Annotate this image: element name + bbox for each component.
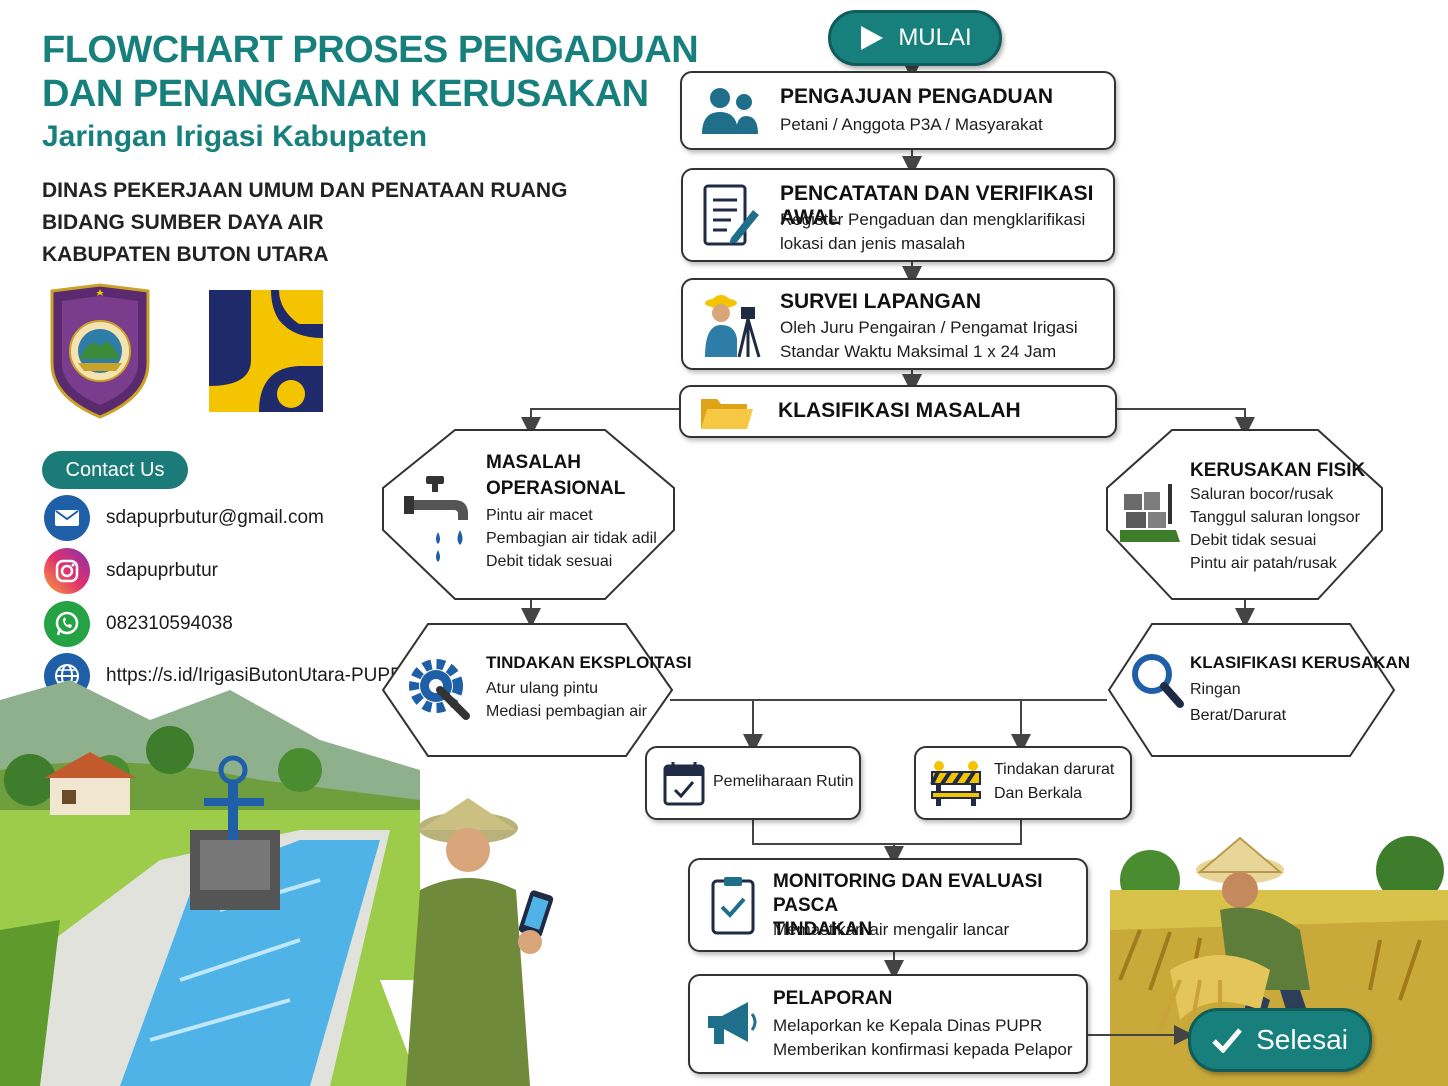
website-text[interactable]: https://s.id/IrigasiButonUtara-PUPR <box>106 665 404 686</box>
tindakan-darurat-box: Tindakan darurat Dan Berkala <box>914 746 1132 820</box>
eksploitasi-item: Mediasi pembagian air <box>486 703 647 720</box>
start-label: MULAI <box>898 24 972 51</box>
email-text[interactable]: sdapuprbutur@gmail.com <box>106 507 324 528</box>
pu-ministry-logo <box>209 290 323 412</box>
contact-email[interactable]: sdapuprbutur@gmail.com <box>44 495 324 541</box>
contact-us-label: Contact Us <box>42 451 188 489</box>
start-terminal: MULAI <box>828 10 1002 66</box>
klasifikasi-item: Ringan <box>1190 681 1241 698</box>
mail-icon <box>44 495 90 541</box>
whatsapp-text[interactable]: 082310594038 <box>106 613 233 634</box>
regency-emblem-logo <box>50 283 150 419</box>
instagram-text[interactable]: sdapuprbutur <box>106 560 218 581</box>
operasional-heptagon-shape <box>382 429 675 600</box>
step3-desc-1: Oleh Juru Pengairan / Pengamat Irigasi <box>780 318 1078 337</box>
operasional-items: Pintu air macet Pembagian air tidak adil… <box>486 504 657 573</box>
rutin-label: Pemeliharaan Rutin <box>713 773 854 790</box>
end-terminal: Selesai <box>1188 1008 1372 1072</box>
darurat-line-2: Dan Berkala <box>994 785 1083 802</box>
monitoring-title-2: TINDAKAN <box>773 919 873 940</box>
klasifikasi-kerusakan-items: Ringan Berat/Darurat <box>1190 677 1286 729</box>
contact-whatsapp[interactable]: 082310594038 <box>44 601 233 647</box>
step1-title: PENGAJUAN PENGADUAN <box>780 85 1054 108</box>
klasifikasi-item: Berat/Darurat <box>1190 707 1287 724</box>
pelaporan-desc-2: Memberikan konfirmasi kepada Pelapor <box>773 1040 1073 1059</box>
org-line-3: KABUPATEN BUTON UTARA <box>42 243 329 266</box>
fisik-title: KERUSAKAN FISIK <box>1190 460 1366 481</box>
page-title: FLOWCHART PROSES PENGADUAN DAN PENANGANA… <box>42 28 699 116</box>
page-subtitle: Jaringan Irigasi Kabupaten <box>42 120 428 153</box>
faucet-icon <box>404 476 468 562</box>
contact-instagram[interactable]: sdapuprbutur <box>44 548 218 594</box>
pelaporan-box: PELAPORAN Melaporkan ke Kepala Dinas PUP… <box>688 974 1088 1074</box>
fisik-item: Debit tidak sesuai <box>1190 532 1317 549</box>
step1-desc: Petani / Anggota P3A / Masyarakat <box>780 115 1043 134</box>
stones-icon <box>1120 484 1180 542</box>
operasional-title-1: MASALAH <box>486 452 581 473</box>
step2-desc-2: lokasi dan jenis masalah <box>780 234 966 253</box>
end-label: Selesai <box>1256 1024 1348 1055</box>
folder-icon <box>701 398 753 429</box>
monitoring-title: MONITORING DAN EVALUASI PASCA TINDAKAN <box>773 870 1086 942</box>
play-icon <box>861 26 884 50</box>
fisik-item: Saluran bocor/rusak <box>1190 486 1334 503</box>
whatsapp-icon <box>44 601 90 647</box>
organization-block: DINAS PEKERJAAN UMUM DAN PENATAAN RUANG … <box>42 175 567 271</box>
monitoring-evaluasi-box: MONITORING DAN EVALUASI PASCA TINDAKAN M… <box>688 858 1088 952</box>
step2-desc-1: Register Pengaduan dan mengklarifikasi <box>780 210 1086 229</box>
step-pengajuan-pengaduan: PENGAJUAN PENGADUAN Petani / Anggota P3A… <box>680 71 1116 150</box>
title-line-2: DAN PENANGANAN KERUSAKAN <box>42 73 649 115</box>
eksploitasi-title: TINDAKAN EKSPLOITASI <box>486 653 692 672</box>
magnifier-icon <box>1132 654 1184 708</box>
instagram-icon <box>44 548 90 594</box>
step3-desc-2: Standar Waktu Maksimal 1 x 24 Jam <box>780 342 1057 361</box>
operasional-item: Debit tidak sesuai <box>486 553 613 570</box>
irrigation-canal-illustration <box>0 680 620 1086</box>
fisik-item: Pintu air patah/rusak <box>1190 555 1337 572</box>
monitoring-title-1: MONITORING DAN EVALUASI PASCA <box>773 871 1043 916</box>
operasional-title: MASALAH OPERASIONAL <box>486 450 625 502</box>
eksploitasi-hexagon-shape <box>381 623 674 757</box>
step2-title: PENCATATAN DAN VERIFIKASI AWAL <box>780 182 1094 229</box>
darurat-line-1: Tindakan darurat <box>994 761 1115 778</box>
calendar-check-icon <box>663 762 705 806</box>
eksploitasi-items: Atur ulang pintu Mediasi pembagian air <box>486 677 647 723</box>
pemeliharaan-rutin-box: Pemeliharaan Rutin <box>645 746 861 820</box>
surveyor-icon <box>705 295 761 358</box>
step-klasifikasi-masalah: KLASIFIKASI MASALAH <box>679 385 1117 438</box>
fisik-heptagon-shape <box>1106 429 1383 600</box>
operasional-item: Pembagian air tidak adil <box>486 530 657 547</box>
org-line-2: BIDANG SUMBER DAYA AIR <box>42 211 324 234</box>
check-icon <box>1212 1028 1242 1053</box>
step-survei-lapangan: SURVEI LAPANGAN Oleh Juru Pengairan / Pe… <box>681 278 1115 370</box>
clipboard-check-icon <box>711 877 755 935</box>
fisik-items: Saluran bocor/rusak Tanggul saluran long… <box>1190 483 1360 575</box>
operasional-title-2: OPERASIONAL <box>486 478 626 499</box>
klasifikasi-kerusakan-hexagon-shape <box>1107 623 1396 757</box>
eksploitasi-item: Atur ulang pintu <box>486 680 599 697</box>
monitoring-desc: Memastikan air mengalir lancar <box>773 920 1010 939</box>
darurat-label: Tindakan darurat Dan Berkala <box>994 758 1114 806</box>
pelaporan-title: PELAPORAN <box>773 988 893 1009</box>
title-line-1: FLOWCHART PROSES PENGADUAN <box>42 29 699 71</box>
megaphone-icon <box>708 1002 757 1044</box>
org-line-1: DINAS PEKERJAAN UMUM DAN PENATAAN RUANG <box>42 179 568 202</box>
people-icon <box>702 87 758 134</box>
step-pencatatan-verifikasi: PENCATATAN DAN VERIFIKASI AWAL Register … <box>681 168 1115 262</box>
step3-title: SURVEI LAPANGAN <box>780 290 982 313</box>
gear-wrench-icon <box>409 659 470 720</box>
step4-title: KLASIFIKASI MASALAH <box>778 399 1021 422</box>
klasifikasi-kerusakan-title: KLASIFIKASI KERUSAKAN <box>1190 653 1411 672</box>
clipboard-pen-icon <box>703 184 759 246</box>
operasional-item: Pintu air macet <box>486 507 593 524</box>
pelaporan-desc-1: Melaporkan ke Kepala Dinas PUPR <box>773 1016 1043 1035</box>
fisik-item: Tanggul saluran longsor <box>1190 509 1360 526</box>
barrier-icon <box>930 761 981 806</box>
